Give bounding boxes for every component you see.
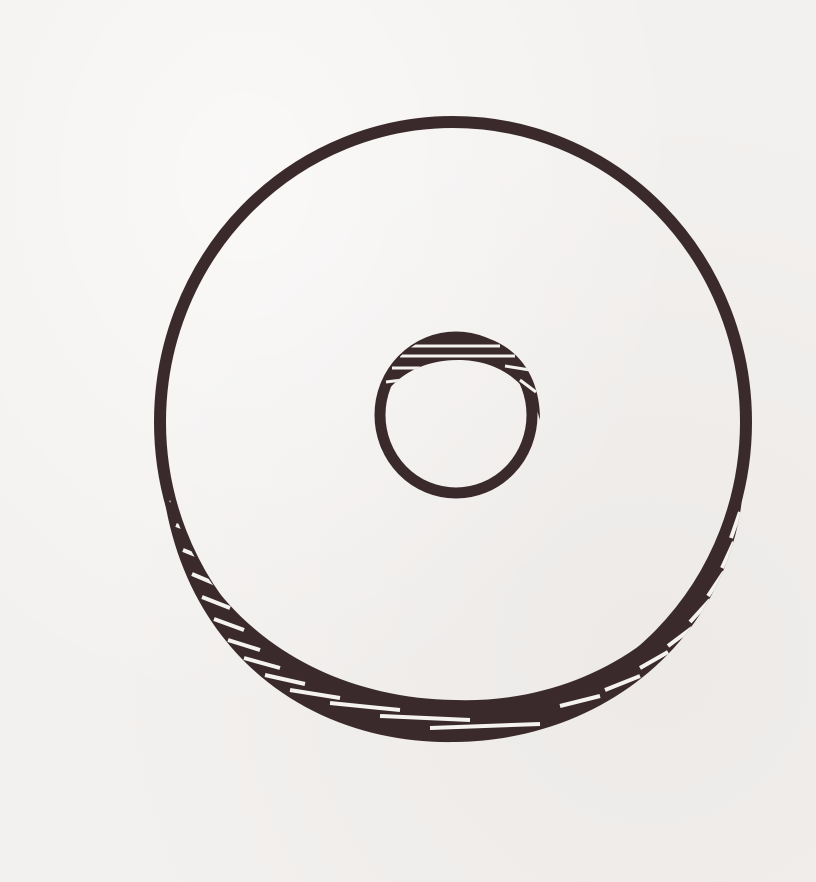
outer-hatching [170,500,740,728]
outer-ring [160,122,746,742]
inner-ring [378,333,540,493]
